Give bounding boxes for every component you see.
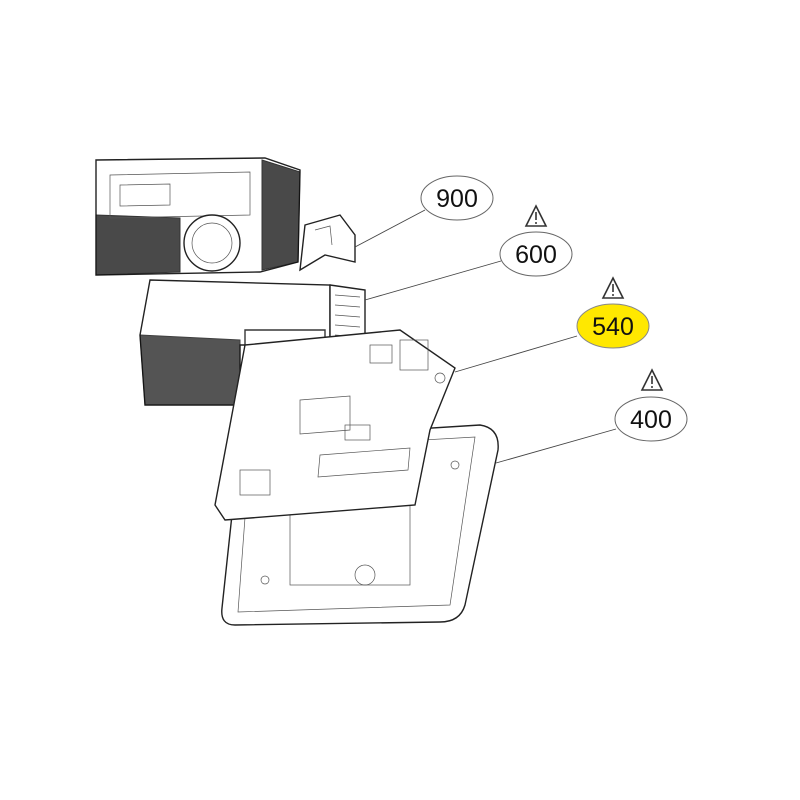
callout-label: 900 xyxy=(436,185,478,213)
warning-icon xyxy=(524,204,548,227)
leader-400 xyxy=(495,428,617,464)
callout-label: 600 xyxy=(515,241,557,269)
callout-400[interactable]: 400 xyxy=(614,368,688,442)
callout-540[interactable]: 540 xyxy=(576,276,650,349)
leader-600 xyxy=(364,260,502,301)
part-900-lens-cover xyxy=(299,214,356,272)
leader-540 xyxy=(454,335,578,373)
part-540-main-board xyxy=(214,329,456,521)
leader-900 xyxy=(354,209,426,248)
top-housing xyxy=(95,157,301,276)
warning-icon xyxy=(640,368,664,391)
callout-900[interactable]: 900 xyxy=(420,175,494,221)
callout-label: 400 xyxy=(630,406,672,434)
callout-label: 540 xyxy=(592,313,634,341)
callout-600[interactable]: 600 xyxy=(499,204,573,277)
warning-icon xyxy=(601,276,625,299)
